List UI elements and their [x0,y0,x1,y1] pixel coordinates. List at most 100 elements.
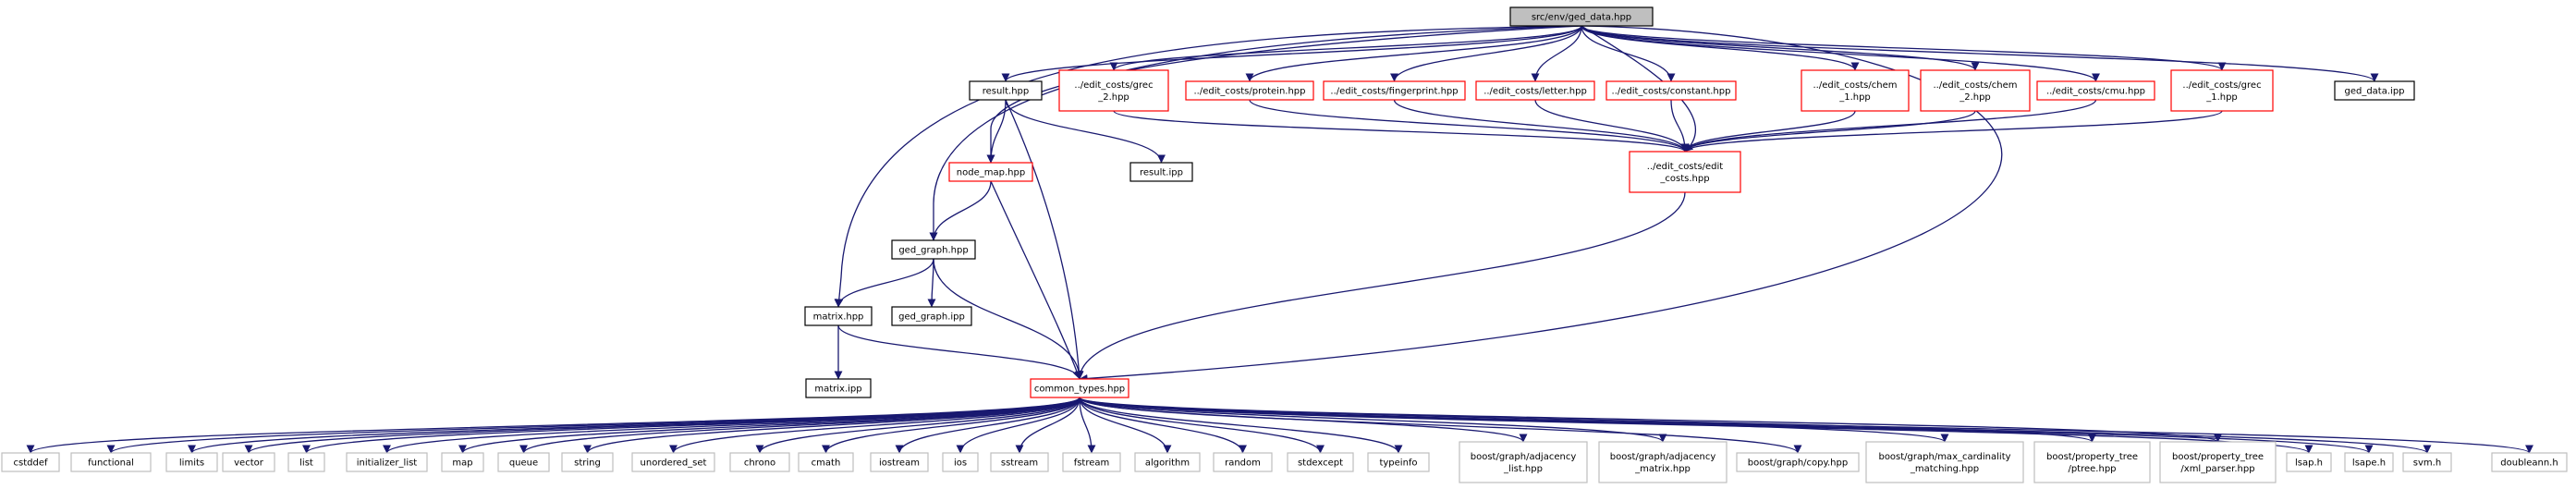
node-box [1598,441,1728,483]
node-box [1185,80,1314,101]
node-box [441,452,484,472]
node-matrix-ipp[interactable]: matrix.ipp [805,378,872,398]
edge-result-hpp-to-result-ipp [1005,99,1166,164]
node-label: fstream [1074,458,1110,469]
edge-ged-data-to-cmu [1581,25,2100,82]
edge-ged-data-to-constant [1581,25,1676,82]
node-cmath: cmath [798,452,854,472]
edge-ged-data-to-common-types [1079,25,2003,383]
node-label: cmath [812,458,841,469]
node-label: common_types.hpp [1034,385,1125,395]
node-grec2[interactable]: ../edit_costs/grec_2.hpp [1058,69,1169,112]
node-chem2[interactable]: ../edit_costs/chem_2.hpp [1920,69,2031,112]
node-label: boost/property_tree [2046,452,2138,462]
node-node-map[interactable]: node_map.hpp [948,162,1033,182]
node-label: list [299,458,313,469]
node-label: matrix.ipp [814,385,861,395]
node-label: ../edit_costs/chem [1813,80,1898,91]
node-ged-data-ipp[interactable]: ged_data.ipp [2334,80,2415,101]
node-label: stdexcept [1298,458,1343,469]
node-label: _2.hpp [1959,92,1991,103]
edge-ged-data-to-grec2 [1109,25,1582,71]
node-label: _matrix.hpp [1634,464,1691,474]
node-matrix-hpp[interactable]: matrix.hpp [804,306,873,326]
node-ged-graph[interactable]: ged_graph.hpp [891,239,976,260]
edge-common-types-to-limits [188,397,1080,454]
node-box [2170,69,2274,112]
edge-grec2-to-edit-costs [1113,110,1690,153]
node-box [2334,80,2415,101]
edge-common-types-to-unordered-set [669,397,1080,454]
edge-grec1-to-edit-costs [1680,110,2223,153]
node-grec1[interactable]: ../edit_costs/grec_1.hpp [2170,69,2274,112]
node-box [798,452,854,472]
node-box [1475,80,1595,101]
node-label: _1.hpp [2205,92,2238,103]
edge-common-types-to-copy [1079,397,1802,454]
node-label: svm.h [2413,458,2441,469]
node-box [1605,80,1737,101]
node-box [1134,452,1201,472]
node-letter[interactable]: ../edit_costs/letter.hpp [1475,80,1595,101]
node-protein[interactable]: ../edit_costs/protein.hpp [1185,80,1314,101]
node-functional: functional [70,452,152,472]
node-fstream: fstream [1062,452,1121,472]
node-string: string [561,452,614,472]
node-label: src/env/ged_data.hpp [1532,13,1631,23]
node-constant[interactable]: ../edit_costs/constant.hpp [1605,80,1737,101]
node-label: boost/property_tree [2172,452,2264,462]
node-cmu[interactable]: ../edit_costs/cmu.hpp [2036,80,2155,101]
edge-common-types-to-typeinfo [1079,397,1403,454]
edge-common-types-to-initializer-list [383,397,1080,454]
node-label: lsape.h [2352,458,2386,469]
node-box [990,452,1049,472]
node-box [891,306,972,326]
node-box [1367,452,1430,472]
node-limits: limits [165,452,218,472]
node-label: cstddef [14,458,48,469]
node-box [2491,452,2568,472]
node-box [2402,452,2452,472]
node-edit-costs[interactable]: ../edit_costs/edit_costs.hpp [1629,151,1741,193]
node-box [70,452,152,472]
node-label: chrono [744,458,775,469]
node-label: limits [179,458,204,469]
edge-common-types-to-string [583,397,1080,454]
node-label: ged_graph.ipp [898,312,965,323]
edge-common-types-to-ios [956,397,1080,454]
node-label: ged_data.ipp [2344,87,2404,97]
node-label: ../edit_costs/grec [1074,80,1153,91]
node-box [1213,452,1273,472]
node-box [2036,80,2155,101]
edge-ged-graph-to-matrix-hpp [834,258,934,308]
edge-common-types-to-iostream [895,397,1080,454]
edge-node-map-to-common-types [990,180,1081,380]
node-box [497,452,550,472]
node-ged-graph-ipp[interactable]: ged_graph.ipp [891,306,972,326]
node-result-ipp[interactable]: result.ipp [1129,162,1193,182]
node-box [804,306,873,326]
node-common-types[interactable]: common_types.hpp [1030,378,1129,398]
edge-ged-data-to-ged-data-ipp [1581,25,2379,82]
edge-ged-data-to-result-hpp [1001,25,1582,82]
node-result-hpp[interactable]: result.hpp [969,80,1043,101]
file-nodes: src/env/ged_data.hpp result.hpp ../edit_co… [1,6,2568,483]
node-label: string [574,458,601,469]
node-vector: vector [222,452,275,472]
node-label: ../edit_costs/chem [1934,80,2018,91]
node-ged-data[interactable]: src/env/ged_data.hpp [1509,6,1654,27]
node-label: boost/graph/adjacency [1471,452,1577,462]
node-algorithm: algorithm [1134,452,1201,472]
edge-edit-costs-to-common-types [1075,191,1686,380]
edge-protein-to-edit-costs [1249,99,1690,153]
node-chrono: chrono [729,452,790,472]
node-fingerprint[interactable]: ../edit_costs/fingerprint.hpp [1323,80,1466,101]
edge-ged-data-to-fingerprint [1390,25,1582,82]
node-chem1[interactable]: ../edit_costs/chem_1.hpp [1801,69,1910,112]
node-box [346,452,428,472]
node-box [165,452,218,472]
node-random: random [1213,452,1273,472]
node-label: boost/graph/adjacency [1610,452,1716,462]
edge-common-types-to-doubleann-h [1079,397,2533,454]
